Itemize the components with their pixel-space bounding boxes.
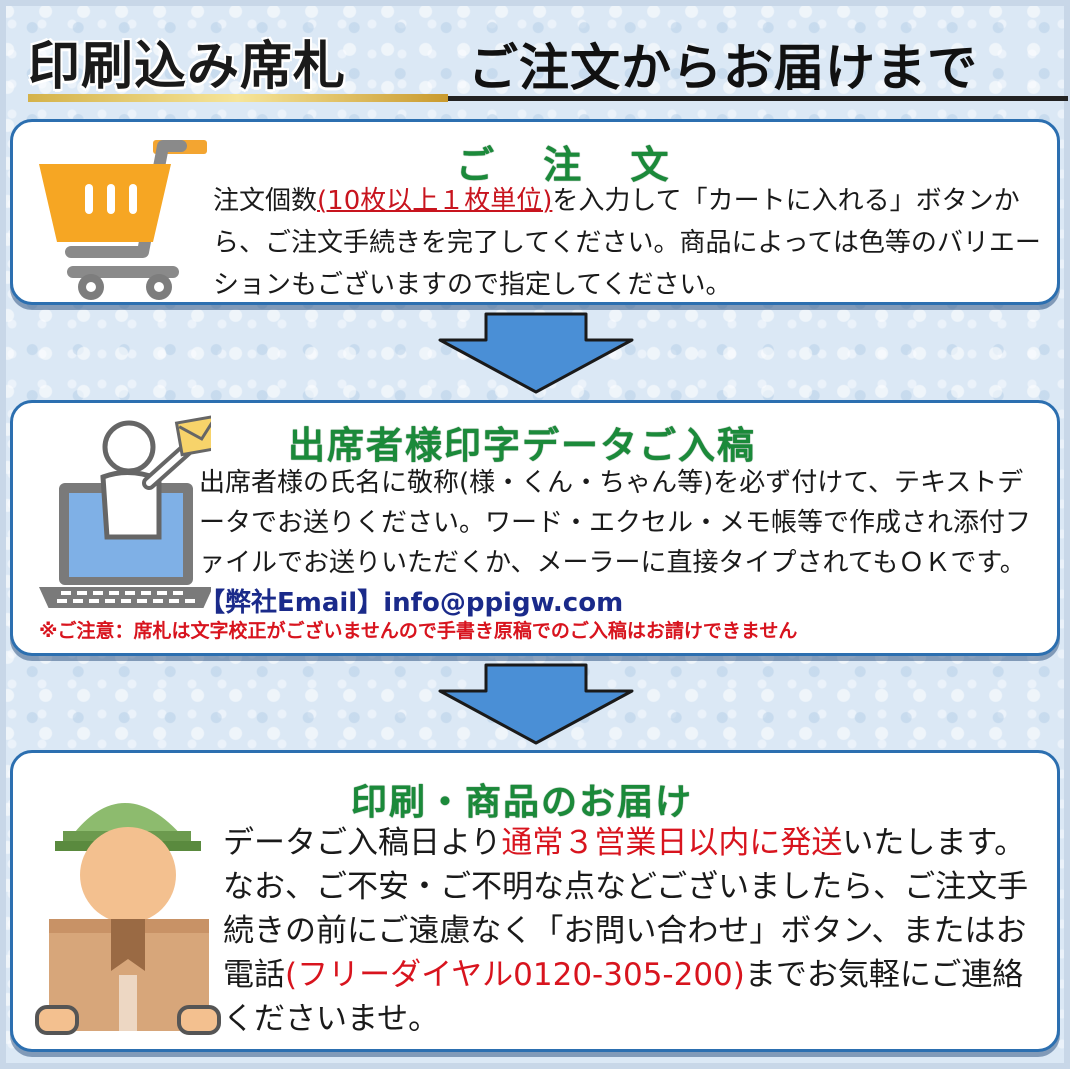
caution-note: ※ご注意：席札は文字校正がございませんので手書き原稿でのご入稿はお請けできません (39, 620, 798, 642)
section-order-title: ご 注 文 (456, 143, 687, 187)
section-order: ご 注 文 注文個数(10枚以上１枚単位)を入力して「カートに入れる」ボタンから… (10, 119, 1060, 305)
section-order-text: 注文個数(10枚以上１枚単位)を入力して「カートに入れる」ボタンから、ご注文手続… (213, 180, 1053, 306)
shipping-time-note: 通常３営業日以内に発送 (501, 825, 843, 861)
data-text-a: 出席者様の氏名に敬称(様・くん・ちゃん等)を必ず付けて、テキストデータでお送りく… (199, 468, 1032, 578)
delivery-text-a: データご入稿日より (223, 825, 502, 861)
courier-box-icon (35, 803, 221, 1035)
flow-arrow-down-icon (438, 663, 634, 745)
section-delivery-text: データご入稿日より通常３営業日以内に発送いたします。なお、ご不安・ご不明な点など… (223, 821, 1053, 1041)
email-address: info@ppigw.com (383, 588, 624, 618)
delivery-text-b: いたします。なお、ご不安・ご不明な点などございましたら、ご注文手続きの前にご遠慮… (223, 825, 1029, 993)
section-data-submission: 出席者様印字データご入稿 出席者様の氏名に敬称(様・くん・ちゃん等)を必ず付けて… (10, 400, 1060, 656)
order-text-b: を入力して「カートに入れる」ボタンから、ご注文手続きを完了してください。商品によ… (213, 186, 1041, 300)
phone-number: (フリーダイヤル0120-305-200) (285, 957, 745, 993)
title-flow: ご注文からお届けまで (468, 38, 978, 97)
order-quantity-note: (10枚以上１枚単位) (317, 186, 553, 216)
title-flow-underline (448, 96, 1068, 101)
section-delivery: 印刷・商品のお届け データご入稿日より通常３営業日以内に発送いたします。なお、ご… (10, 750, 1060, 1052)
title-product: 印刷込み席札 (28, 36, 347, 97)
email-label: 【弊社Email】 (199, 588, 384, 618)
section-data-text: 出席者様の氏名に敬称(様・くん・ちゃん等)を必ず付けて、テキストデータでお送りく… (199, 463, 1049, 623)
order-text-a: 注文個数 (213, 186, 318, 216)
section-delivery-title: 印刷・商品のお届け (351, 782, 694, 823)
laptop-mail-icon (39, 413, 211, 608)
delivery-text-c: までお気軽にご連絡くださいませ。 (223, 957, 1024, 1037)
shopping-cart-icon (39, 140, 207, 300)
title-product-underline (28, 94, 448, 102)
page-header: 印刷込み席札 ご注文からお届けまで (28, 10, 1068, 102)
section-data-title: 出席者様印字データご入稿 (288, 424, 756, 467)
flow-arrow-down-icon (438, 312, 634, 394)
